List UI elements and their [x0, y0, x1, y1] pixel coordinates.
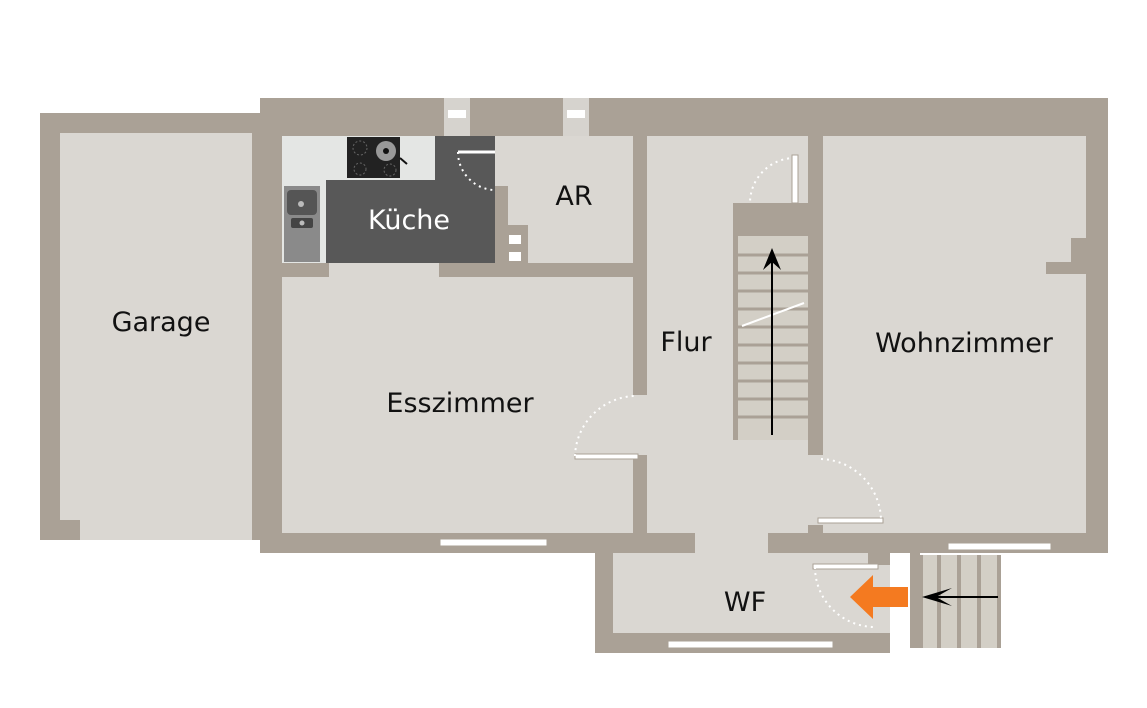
- room-label-esszimmer: Esszimmer: [386, 388, 534, 419]
- ar-floor: [508, 136, 633, 263]
- wohnzimmer-door: [817, 517, 884, 524]
- door-opening: [695, 533, 768, 555]
- stair-direction-arrow-icon: [922, 588, 998, 606]
- window: [439, 538, 548, 547]
- esszimmer-floor: [282, 277, 633, 533]
- garage-floor: [60, 133, 252, 540]
- stair-direction-arrow-icon: [763, 248, 781, 435]
- room-label-flur: Flur: [660, 327, 712, 358]
- entrance-door: [812, 563, 879, 570]
- window: [947, 542, 1052, 551]
- entrance-arrow-icon: [850, 575, 908, 619]
- stove-icon: [347, 137, 408, 178]
- room-label-ar: AR: [555, 181, 592, 212]
- room-label-garage: Garage: [112, 307, 211, 338]
- esszimmer-door: [574, 453, 639, 460]
- room-label-wohnzimmer: Wohnzimmer: [875, 328, 1054, 359]
- wohnzimmer-floor: [823, 136, 1086, 533]
- outdoor-stairs: [919, 555, 1001, 648]
- room-label-kueche: Küche: [368, 205, 450, 236]
- flur-door: [791, 154, 799, 204]
- room-label-wf: WF: [724, 587, 766, 618]
- sink-icon: [284, 186, 320, 262]
- door-opening: [633, 395, 647, 455]
- window: [667, 640, 834, 649]
